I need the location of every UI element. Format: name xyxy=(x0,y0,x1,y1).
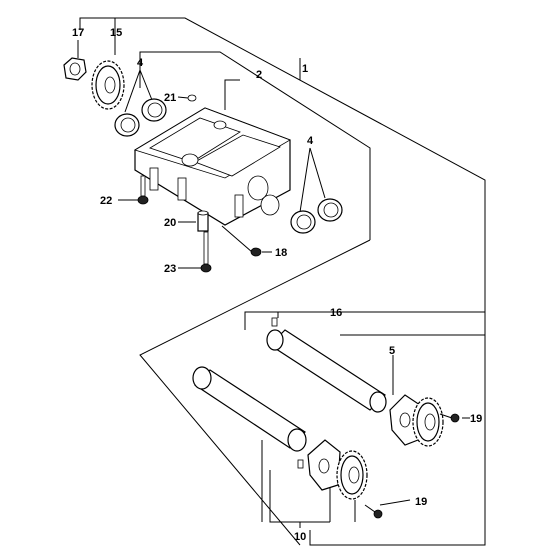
callout-10-bracket-a xyxy=(269,470,330,523)
bolt-part-19a xyxy=(439,413,460,423)
callout-1: 1 xyxy=(302,63,308,75)
callout-18: 18 xyxy=(275,247,287,259)
callout-21-leader xyxy=(177,96,189,99)
callout-4b-leader-1 xyxy=(299,147,311,213)
callout-4a-leader-2 xyxy=(139,69,153,101)
nut-part xyxy=(63,57,87,81)
callout-16: 16 xyxy=(330,307,342,319)
callout-23: 23 xyxy=(164,263,176,275)
callout-4a-leader-1 xyxy=(124,69,141,113)
callout-4a: 4 xyxy=(137,57,144,69)
callout-18-dash xyxy=(221,225,253,253)
callout-21: 21 xyxy=(164,92,176,104)
callout-20: 20 xyxy=(164,217,176,229)
gear-part-top xyxy=(91,60,125,110)
balancer-housing-part xyxy=(134,107,291,226)
callout-5: 5 xyxy=(389,345,395,357)
nut-part-18 xyxy=(250,247,262,257)
callout-17: 17 xyxy=(72,27,84,39)
o-ring-part xyxy=(187,94,197,102)
callout-2: 2 xyxy=(256,69,262,81)
callout-10: 10 xyxy=(294,531,306,543)
callout-15: 15 xyxy=(110,27,122,39)
lower-balancer-shaft-part xyxy=(192,366,307,469)
callout-2-leader xyxy=(224,79,240,110)
upper-balancer-shaft-part xyxy=(266,317,387,413)
shaft-bracket xyxy=(139,239,371,546)
callout-19b-leader xyxy=(379,499,411,506)
bolt-part-23 xyxy=(200,231,212,273)
callout-4b: 4 xyxy=(307,135,314,147)
assembly-2-bracket xyxy=(139,51,371,240)
lower-gear-assembly-part xyxy=(307,439,368,500)
bushing-parts-right xyxy=(290,198,343,234)
assembly-1-bracket xyxy=(79,17,486,546)
callout-labels: 1 2 4 4 5 10 15 16 17 18 19 19 20 21 22 … xyxy=(72,27,482,543)
callout-22: 22 xyxy=(100,195,112,207)
upper-shaft-bracket xyxy=(244,311,485,330)
bolt-part-22 xyxy=(137,175,149,205)
callout-19b: 19 xyxy=(415,496,427,508)
bracket-lines xyxy=(77,17,486,546)
bushing-parts-left xyxy=(114,98,167,137)
sleeve-part-20 xyxy=(197,210,209,232)
callout-4b-leader-2 xyxy=(309,147,326,199)
callout-19a: 19 xyxy=(470,413,482,425)
bolt-part-19b xyxy=(364,504,383,519)
upper-gear-assembly-part xyxy=(389,394,444,447)
